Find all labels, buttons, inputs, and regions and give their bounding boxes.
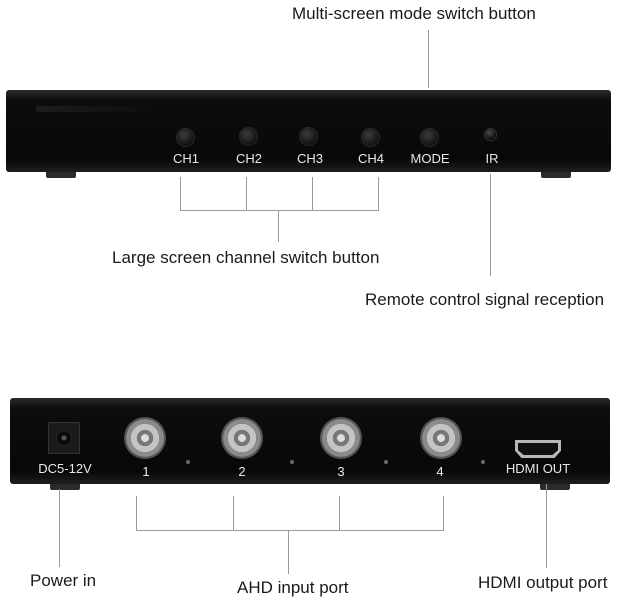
channel-switch-callout: Large screen channel switch button bbox=[112, 248, 380, 267]
dc-power-jack bbox=[48, 422, 80, 454]
ahd-port-3-label: 3 bbox=[337, 464, 345, 479]
ahd-port-4-connector bbox=[422, 419, 460, 457]
ir-leader-line bbox=[490, 174, 491, 276]
ahd-input-callout: AHD input port bbox=[237, 578, 349, 597]
ahd-port-1-label: 1 bbox=[142, 464, 150, 479]
panel-highlight bbox=[36, 106, 156, 112]
power-leader-line bbox=[59, 489, 60, 567]
led-dot bbox=[384, 460, 388, 464]
ch4-button[interactable] bbox=[362, 129, 379, 146]
ch1-label: CH1 bbox=[172, 151, 199, 166]
bracket-ch3 bbox=[312, 177, 313, 210]
power-in-callout: Power in bbox=[30, 571, 97, 590]
ahd-bracket-4 bbox=[443, 496, 444, 530]
rear-panel-device: DC5-12V 1 2 3 4 HDMI OUT bbox=[10, 398, 610, 490]
ch3-label: CH3 bbox=[296, 151, 323, 166]
bracket-ch1 bbox=[180, 177, 181, 210]
ahd-bracket-2 bbox=[233, 496, 234, 530]
device-foot-right bbox=[541, 172, 571, 178]
bracket-ch4 bbox=[378, 177, 379, 210]
led-dot bbox=[481, 460, 485, 464]
remote-reception-callout: Remote control signal reception bbox=[365, 290, 605, 309]
ir-receiver bbox=[485, 129, 496, 140]
mode-leader-line bbox=[428, 30, 429, 88]
ahd-bracket-3 bbox=[339, 496, 340, 530]
ir-label: IR bbox=[485, 151, 499, 166]
ahd-bracket-1 bbox=[136, 496, 137, 530]
front-panel-device: CH1 CH2 CH3 CH4 MODE IR bbox=[6, 90, 611, 178]
ahd-bracket-stem bbox=[288, 530, 289, 574]
ahd-port-4-label: 4 bbox=[436, 464, 444, 479]
bracket-bar bbox=[180, 210, 379, 211]
ahd-port-1-connector bbox=[126, 419, 164, 457]
mode-button[interactable] bbox=[421, 129, 438, 146]
hdmi-output-callout: HDMI output port bbox=[478, 573, 608, 592]
power-label: DC5-12V bbox=[38, 461, 92, 476]
ahd-bracket-bar bbox=[136, 530, 444, 531]
ch4-label: CH4 bbox=[357, 151, 384, 166]
led-dot bbox=[290, 460, 294, 464]
device-foot-right bbox=[540, 484, 570, 490]
ahd-port-2-label: 2 bbox=[238, 464, 246, 479]
ch1-button[interactable] bbox=[177, 129, 194, 146]
ch2-label: CH2 bbox=[235, 151, 262, 166]
bracket-ch2 bbox=[246, 177, 247, 210]
hdmi-out-connector bbox=[515, 440, 561, 458]
ch3-button[interactable] bbox=[300, 128, 317, 145]
hdmi-leader-line bbox=[546, 484, 547, 568]
bracket-stem bbox=[278, 210, 279, 242]
ahd-port-3-connector bbox=[322, 419, 360, 457]
hdmi-out-label: HDMI OUT bbox=[505, 461, 571, 476]
device-foot-left bbox=[46, 172, 76, 178]
ch2-button[interactable] bbox=[240, 128, 257, 145]
mode-switch-callout: Multi-screen mode switch button bbox=[292, 4, 536, 23]
led-dot bbox=[186, 460, 190, 464]
device-foot-left bbox=[50, 484, 80, 490]
ahd-port-2-connector bbox=[223, 419, 261, 457]
mode-label: MODE bbox=[410, 151, 450, 166]
